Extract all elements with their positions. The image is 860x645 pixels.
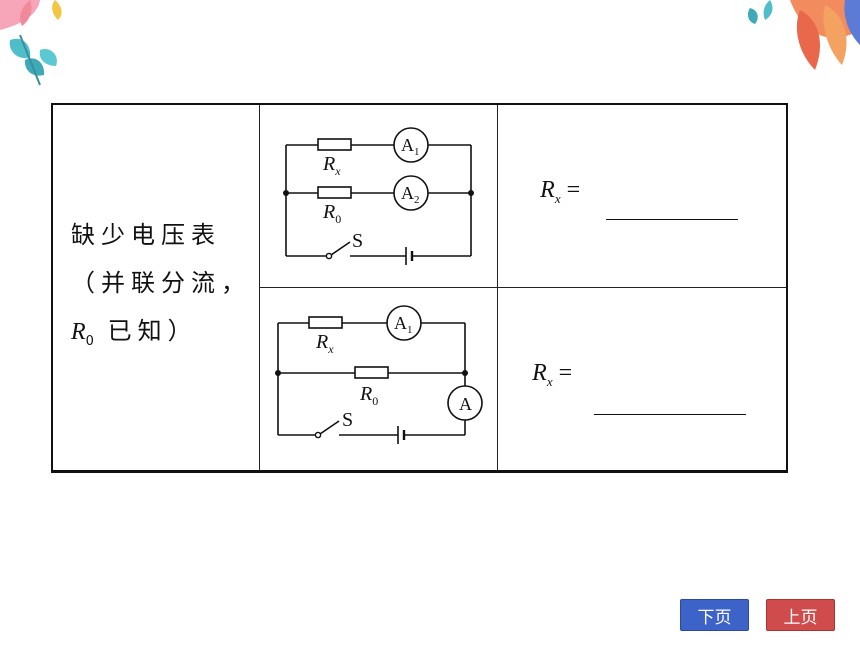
description-line-2: （并联分流，	[71, 269, 251, 297]
a-label: A	[459, 394, 472, 414]
description-line-1: 缺少电压表	[71, 221, 221, 249]
method-description: 缺少电压表 （并联分流， R0 已知）	[71, 211, 251, 366]
method-description-cell: 缺少电压表 （并联分流， R0 已知）	[51, 103, 261, 472]
answer-formula-1: Rx =	[540, 177, 581, 206]
answer-cell-1: Rx =	[497, 103, 788, 288]
a1-label: A1	[394, 313, 413, 336]
r0-resistor	[354, 366, 389, 379]
description-line-3: R0 已知）	[71, 307, 251, 366]
r0-resistor	[317, 186, 352, 199]
answer-cell-2: Rx =	[497, 287, 788, 472]
r0-symbol: R	[71, 319, 86, 345]
switch-label: S	[342, 409, 353, 431]
rx-label: Rx	[322, 153, 341, 178]
circuit-diagram-1: A1 A2 Rx R0 S	[283, 127, 475, 265]
switch-s	[330, 241, 351, 256]
a2-label: A2	[401, 183, 420, 206]
circuit-diagram-2-cell: A1 A Rx R0 S	[259, 287, 499, 472]
r0-subscript: 0	[85, 333, 94, 349]
r0-label: R0	[322, 201, 341, 226]
answer-blank-1[interactable]	[606, 219, 739, 220]
leaf-decoration-right	[747, 0, 860, 70]
previous-page-button[interactable]: 上页	[766, 599, 835, 631]
description-line-3-rest: 已知）	[107, 317, 198, 345]
switch-label: S	[352, 230, 363, 252]
answer-blank-2[interactable]	[594, 414, 747, 415]
circuit-diagram-1-cell: A1 A2 Rx R0 S	[259, 103, 499, 288]
next-page-button[interactable]: 下页	[680, 599, 749, 631]
rx-resistor	[308, 316, 343, 329]
a1-label: A1	[401, 135, 420, 158]
method-table: 缺少电压表 （并联分流， R0 已知）	[51, 103, 788, 473]
rx-resistor	[317, 138, 352, 151]
switch-s	[319, 420, 340, 435]
circuit-diagram-2: A1 A Rx R0 S	[275, 305, 483, 444]
r0-label: R0	[359, 383, 378, 408]
rx-label: Rx	[315, 331, 334, 356]
answer-formula-2: Rx =	[532, 360, 573, 389]
leaf-decoration-left	[0, 0, 62, 86]
